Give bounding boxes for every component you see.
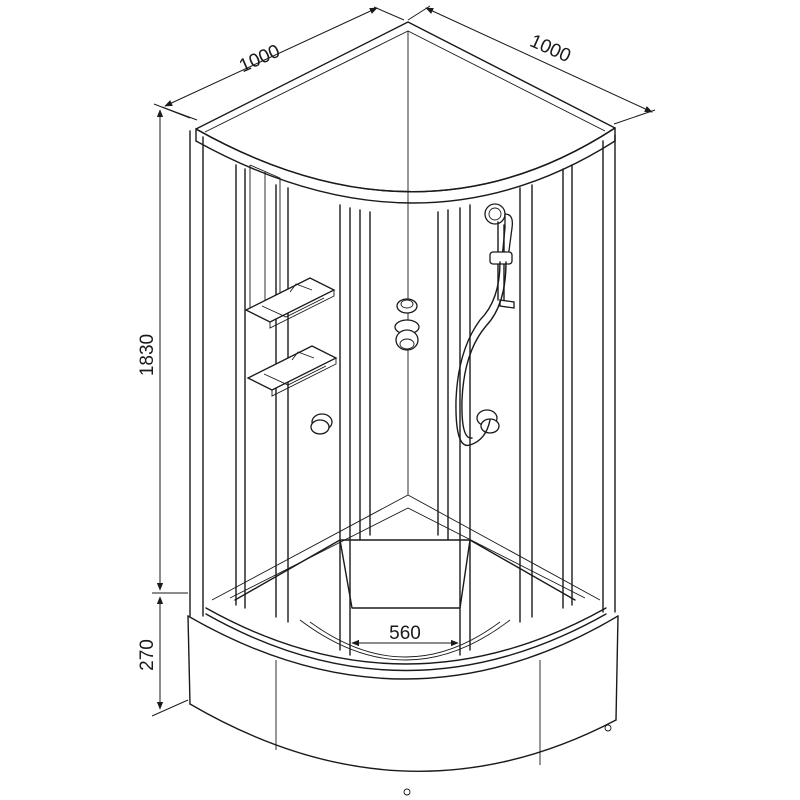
shower-hose (455, 261, 507, 447)
mixer-knob (394, 319, 420, 351)
jet-upper (396, 298, 418, 314)
dimension-height-tray: 270 (137, 596, 189, 717)
frame-posts (189, 130, 616, 617)
dimension-width-right: 1000 (407, 5, 656, 125)
shower-rail (489, 221, 515, 309)
dimension-height-cabin: 1830 (137, 103, 191, 594)
shelf-lower (246, 345, 338, 397)
door-profiles (235, 164, 573, 656)
width-left-label: 1000 (236, 41, 283, 77)
dimension-tray-inner: 560 (351, 623, 459, 647)
height-tray-label: 270 (137, 639, 158, 671)
tray-inner-label: 560 (389, 623, 421, 644)
dimension-width-left: 1000 (161, 6, 405, 121)
shelf-upper (244, 277, 336, 329)
back-walls (249, 31, 409, 495)
height-cabin-label: 1830 (137, 334, 158, 376)
jet-right-wall (476, 409, 500, 434)
width-right-label: 1000 (527, 31, 574, 67)
shower-tray (205, 494, 607, 672)
jet-left-wall (310, 413, 333, 435)
roof (195, 21, 616, 204)
tray-apron (187, 615, 619, 796)
